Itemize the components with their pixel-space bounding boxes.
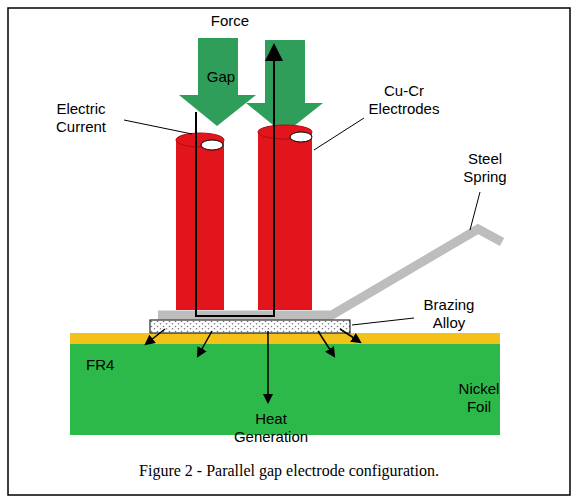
leader-line <box>470 192 480 230</box>
leader-line <box>314 118 364 150</box>
electrode-label: Cu-Cr Electrodes <box>360 82 448 118</box>
heat-arrow <box>146 329 165 344</box>
current-path <box>196 52 274 316</box>
electrode <box>258 132 312 310</box>
foil-label: Nickel Foil <box>448 380 510 416</box>
spring-label: Steel Spring <box>452 150 518 186</box>
nickel-foil <box>70 333 500 344</box>
heat-label: Heat Generation <box>222 410 320 446</box>
force-arrow <box>246 40 323 134</box>
electrode-bore <box>201 140 223 150</box>
leader-line <box>124 120 192 134</box>
alloy-label: Brazing Alloy <box>414 296 484 332</box>
leader-line <box>352 318 414 325</box>
current-label: Electric Current <box>40 100 122 136</box>
electrode-bore <box>290 132 312 142</box>
board-label: FR4 <box>86 356 484 373</box>
gap-label: Gap <box>197 68 245 86</box>
figure-border <box>8 8 570 495</box>
figure-caption: Figure 2 - Parallel gap electrode config… <box>14 462 564 480</box>
force-arrow <box>179 38 256 126</box>
brazing-alloy <box>150 320 350 333</box>
force-label: Force <box>195 12 265 30</box>
electrode <box>176 140 224 310</box>
heat-arrow <box>340 329 360 342</box>
